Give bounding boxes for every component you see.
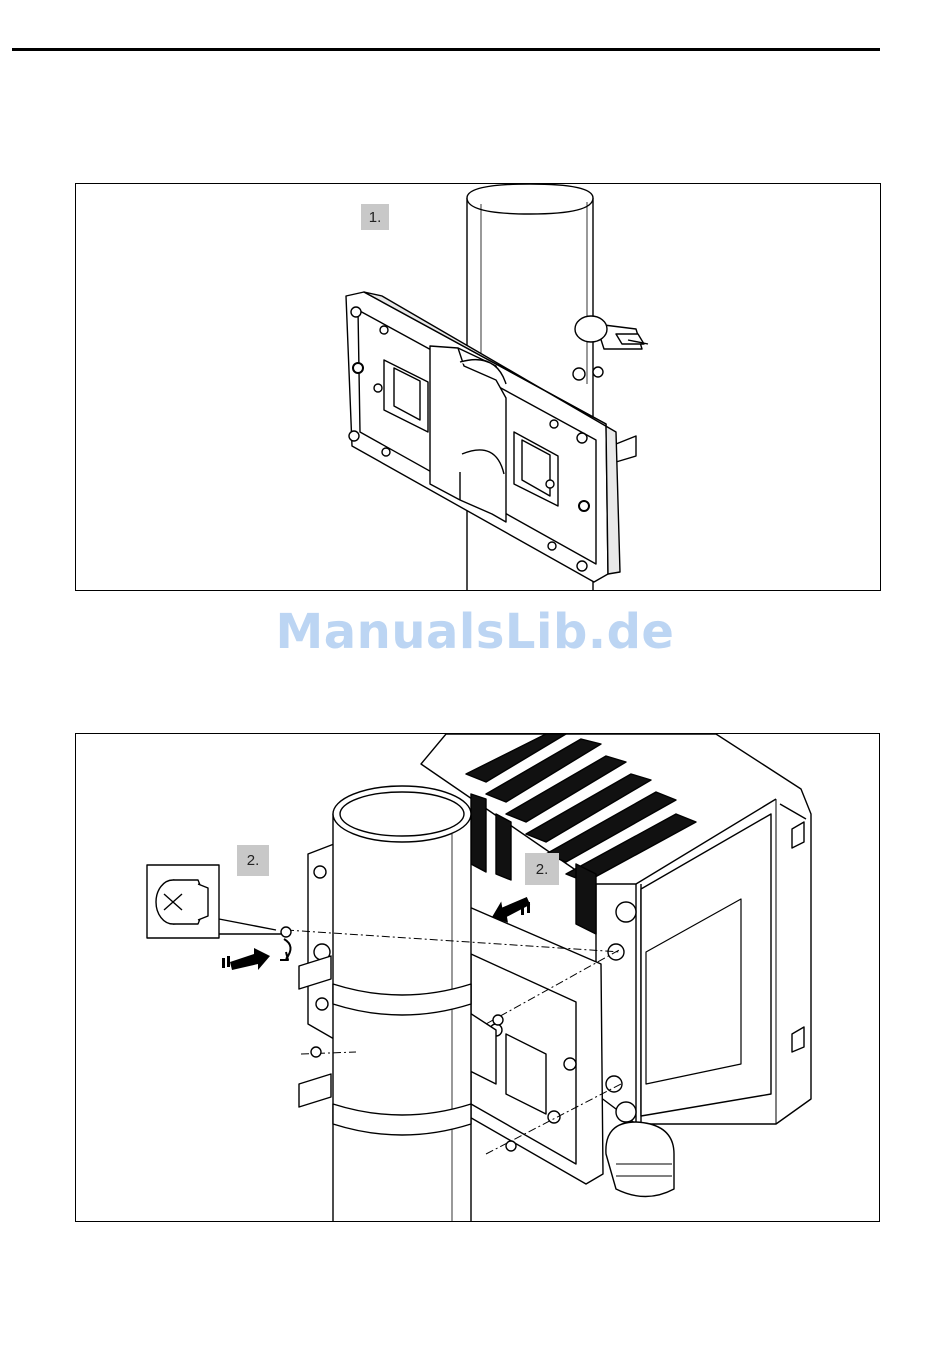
- step-badge-2-right: 2.: [525, 853, 559, 885]
- step-badge-2-left: 2.: [237, 845, 269, 876]
- figure-1-drawing: [76, 184, 881, 591]
- figure-2-transmitter-attachment: 2. 2.: [75, 733, 880, 1222]
- header-rule: [12, 48, 880, 51]
- watermark-text: ManualsLib.de: [0, 604, 950, 660]
- step-badge-1: 1.: [361, 204, 389, 230]
- rotation-arrow: [280, 939, 291, 960]
- figure-2-drawing: [76, 734, 880, 1222]
- figure-1-mounting-plate: 1.: [75, 183, 881, 591]
